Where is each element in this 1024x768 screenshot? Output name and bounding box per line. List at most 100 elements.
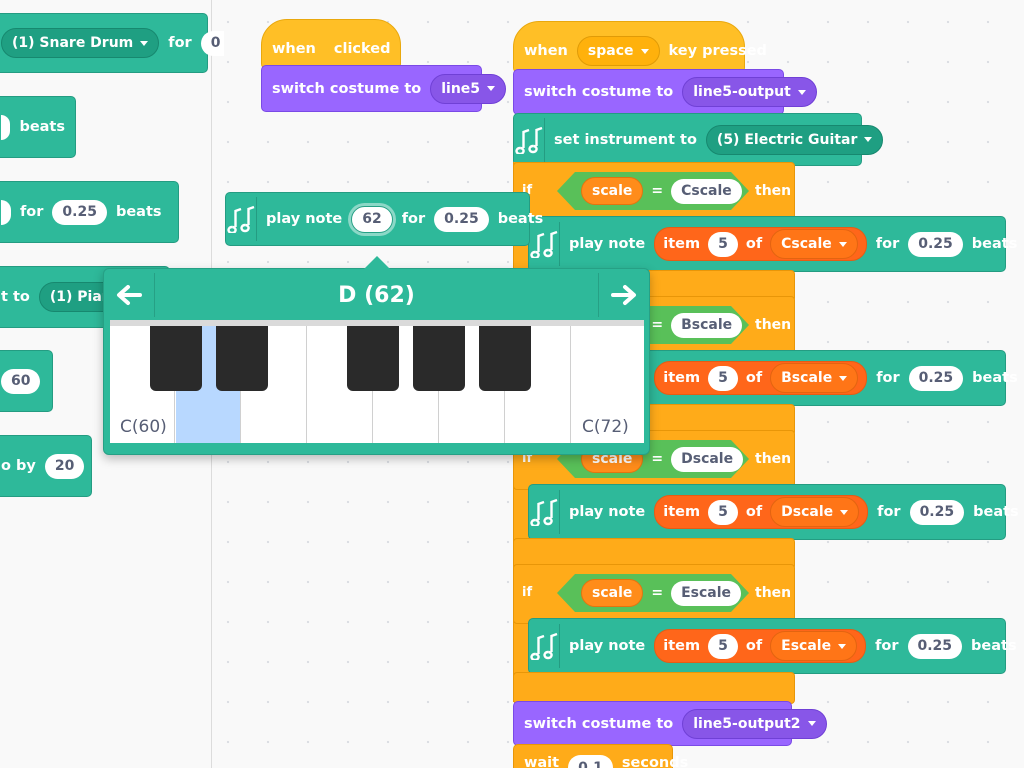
item-of-list-reporter[interactable]: item 5 of Bscale bbox=[654, 361, 868, 395]
play-note-label: play note bbox=[569, 638, 646, 654]
chevron-down-icon bbox=[838, 241, 847, 247]
play-note-block-1[interactable]: play note item 5 of Cscale for 0.25 beat… bbox=[528, 216, 1017, 272]
beats-label: beats bbox=[973, 504, 1019, 520]
switch-costume-block-2[interactable]: switch costume to line5-output bbox=[513, 69, 817, 115]
scale-variable[interactable]: scale bbox=[581, 579, 644, 607]
instrument-value: (5) Electric Guitar bbox=[716, 131, 858, 148]
costume-dropdown[interactable]: line5-output2 bbox=[682, 708, 827, 739]
for-label: for bbox=[876, 370, 900, 386]
for-label: for bbox=[20, 204, 44, 220]
chevron-down-icon bbox=[839, 375, 848, 381]
item-of-list-reporter[interactable]: item 5 of Escale bbox=[654, 629, 867, 663]
note-input-active[interactable]: 62 bbox=[351, 205, 393, 233]
clicked-label: clicked bbox=[333, 41, 391, 57]
item-of-list-reporter[interactable]: item 5 of Cscale bbox=[654, 227, 867, 261]
compare-input[interactable]: Bscale bbox=[671, 312, 743, 338]
seconds-label: seconds bbox=[621, 755, 689, 768]
tempo-input[interactable]: 60 bbox=[1, 368, 41, 394]
switch-costume-block-3[interactable]: switch costume to line5-output2 bbox=[513, 701, 827, 746]
item-label: item bbox=[663, 638, 701, 654]
play-note-block[interactable]: for 0.25 beats bbox=[0, 181, 179, 243]
if-label: if bbox=[522, 183, 533, 198]
tempo-change-input[interactable]: 20 bbox=[44, 453, 85, 479]
switch-costume-block[interactable]: switch costume to line5 bbox=[261, 65, 507, 112]
beats-input[interactable]: 0.25 bbox=[908, 365, 964, 391]
octave-up-button[interactable] bbox=[598, 273, 649, 317]
play-note-block-3[interactable]: play note item 5 of Dscale for 0.25 beat… bbox=[528, 484, 1019, 540]
compare-input[interactable]: Dscale bbox=[671, 446, 744, 472]
when-key-pressed-block[interactable]: when space key pressed bbox=[513, 21, 767, 73]
list-dropdown[interactable]: Escale bbox=[770, 631, 858, 661]
item-index-input[interactable]: 5 bbox=[708, 365, 738, 391]
chevron-down-icon bbox=[640, 48, 649, 54]
instrument-dropdown[interactable]: (5) Electric Guitar bbox=[705, 124, 884, 155]
equals-sign: = bbox=[651, 183, 664, 199]
item-index-input[interactable]: 5 bbox=[708, 633, 738, 659]
then-label: then bbox=[755, 317, 792, 333]
beats-input[interactable]: 0.25 bbox=[909, 499, 965, 525]
costume-dropdown[interactable]: line5-output bbox=[682, 77, 817, 107]
beats-input[interactable]: 0.25 bbox=[907, 633, 963, 659]
play-note-block-4[interactable]: play note item 5 of Escale for 0.25 beat… bbox=[528, 618, 1017, 674]
popup-pointer bbox=[364, 256, 390, 269]
piano-key-c72[interactable] bbox=[572, 326, 644, 443]
item-index-input[interactable]: 5 bbox=[708, 231, 738, 257]
note-input[interactable] bbox=[1, 199, 11, 225]
list-dropdown[interactable]: Cscale bbox=[770, 229, 858, 259]
equals-contents: scale = Escale bbox=[555, 575, 767, 611]
switch-costume-label: switch costume to bbox=[272, 80, 422, 97]
scale-variable[interactable]: scale bbox=[581, 177, 644, 205]
set-instrument-block-2[interactable]: set instrument to (5) Electric Guitar bbox=[513, 113, 884, 166]
costume-dropdown[interactable]: line5 bbox=[430, 73, 507, 104]
piano-key-a-sharp[interactable] bbox=[479, 326, 531, 391]
play-note-block-editing[interactable]: play note 62 for 0.25 beats bbox=[225, 192, 543, 246]
if-label: if bbox=[522, 451, 533, 466]
when-label: when bbox=[272, 41, 316, 57]
play-note-label: play note bbox=[266, 211, 343, 227]
rest-block[interactable]: beats bbox=[0, 96, 76, 158]
costume-value: line5-output2 bbox=[693, 715, 801, 732]
piano-key-g-sharp[interactable] bbox=[413, 326, 465, 391]
piano-keyboard[interactable]: C(60) C(72) bbox=[110, 320, 644, 443]
drum-beats-input[interactable]: 0 bbox=[200, 30, 225, 56]
beats-label: beats bbox=[972, 370, 1018, 386]
list-value: Bscale bbox=[781, 370, 833, 386]
item-of-list-reporter[interactable]: item 5 of Dscale bbox=[654, 495, 869, 529]
equals-sign: = bbox=[651, 317, 664, 333]
item-label: item bbox=[663, 504, 701, 520]
music-note-icon bbox=[226, 197, 257, 241]
then-label: then bbox=[755, 585, 792, 601]
beats-input[interactable]: 0.25 bbox=[908, 231, 963, 257]
for-label: for bbox=[401, 211, 426, 227]
change-tempo-block[interactable]: o by 20 bbox=[0, 435, 92, 497]
drum-dropdown[interactable]: (1) Snare Drum bbox=[1, 28, 160, 58]
beats-input[interactable]: 0.25 bbox=[434, 206, 489, 232]
set-instrument-label: t to bbox=[1, 289, 30, 305]
wait-block[interactable]: wait 0.1 seconds bbox=[513, 744, 688, 768]
compare-input[interactable]: Cscale bbox=[671, 178, 742, 204]
for-label: for bbox=[877, 504, 901, 520]
list-value: Dscale bbox=[781, 504, 834, 520]
list-dropdown[interactable]: Bscale bbox=[770, 363, 859, 393]
key-dropdown[interactable]: space bbox=[576, 36, 660, 66]
rest-beats-input[interactable] bbox=[1, 114, 11, 140]
set-tempo-block[interactable]: 60 bbox=[0, 350, 53, 412]
when-flag-clicked-block[interactable]: when clicked bbox=[261, 19, 401, 69]
key-pressed-label: key pressed bbox=[668, 43, 767, 59]
octave-down-button[interactable] bbox=[104, 273, 155, 317]
list-value: Escale bbox=[781, 638, 832, 654]
list-dropdown[interactable]: Dscale bbox=[770, 497, 860, 527]
piano-key-f-sharp[interactable] bbox=[347, 326, 399, 391]
note-picker-popup[interactable]: D (62) C(60) C(72) bbox=[103, 256, 650, 455]
compare-input[interactable]: Escale bbox=[671, 580, 742, 606]
of-label: of bbox=[745, 504, 763, 520]
play-drum-block[interactable]: (1) Snare Drum for 0 bbox=[0, 13, 225, 73]
piano-key-c-sharp[interactable] bbox=[150, 326, 202, 391]
of-label: of bbox=[745, 370, 763, 386]
note-beats-input[interactable]: 0.25 bbox=[52, 199, 107, 225]
piano-key-d-sharp[interactable] bbox=[216, 326, 268, 391]
wait-input[interactable]: 0.1 bbox=[568, 755, 613, 768]
low-note-label: C(60) bbox=[120, 417, 167, 437]
item-index-input[interactable]: 5 bbox=[708, 499, 738, 525]
